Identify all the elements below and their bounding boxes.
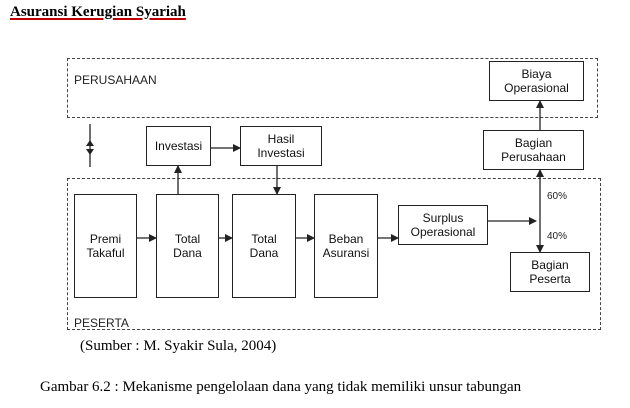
zone-peserta <box>67 178 601 330</box>
figure-caption: Gambar 6.2 : Mekanisme pengelolaan dana … <box>40 379 522 395</box>
box-bagian-perusahaan: Bagian Perusahaan <box>483 130 584 170</box>
share-perusahaan-label: 60% <box>547 191 568 202</box>
arrow-zone-link-up <box>86 140 94 146</box>
zone-peserta-label: PESERTA <box>74 316 129 330</box>
box-biaya-operasional: Biaya Operasional <box>489 61 584 101</box>
box-hasil-investasi: Hasil Investasi <box>240 126 322 166</box>
arrow-zone-link-down <box>86 149 94 155</box>
box-premi-takaful: Premi Takaful <box>74 194 137 298</box>
box-total-dana-1: Total Dana <box>156 194 219 298</box>
box-beban-asuransi: Beban Asuransi <box>314 194 378 298</box>
box-bagian-peserta: Bagian Peserta <box>510 252 590 292</box>
box-total-dana-2: Total Dana <box>232 194 296 298</box>
zone-perusahaan <box>67 58 598 118</box>
box-investasi: Investasi <box>146 126 211 166</box>
share-peserta-label: 40% <box>547 231 568 242</box>
page-title: Asuransi Kerugian Syariah <box>10 4 186 20</box>
zone-perusahaan-label: PERUSAHAAN <box>74 73 157 87</box>
source-note: (Sumber : M. Syakir Sula, 2004) <box>80 338 277 354</box>
box-surplus-operasional: Surplus Operasional <box>398 205 488 245</box>
